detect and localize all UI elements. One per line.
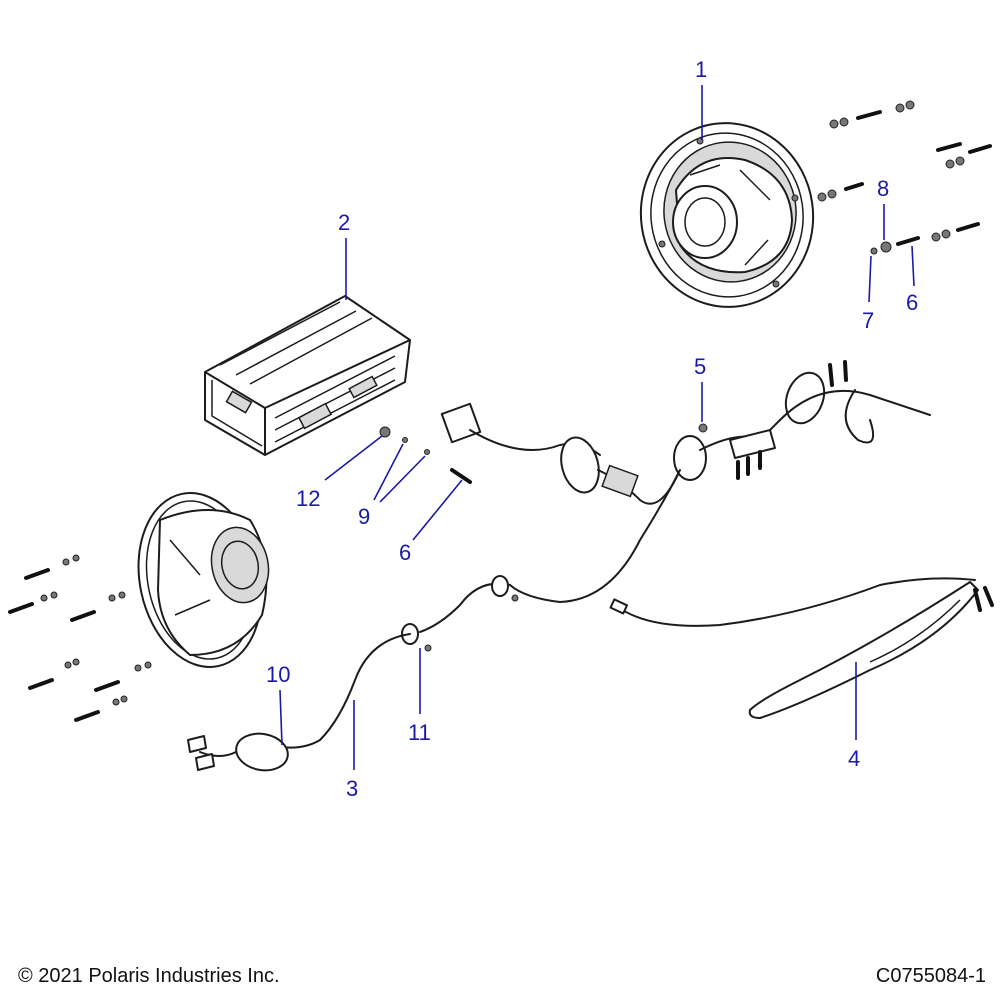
callout-8: 8 xyxy=(877,176,889,201)
callout-10: 10 xyxy=(266,662,290,687)
callout-6-upper: 6 xyxy=(906,290,918,315)
callout-12: 12 xyxy=(296,486,320,511)
speaker-upper-right xyxy=(639,122,815,308)
leader-lines xyxy=(279,85,915,770)
callout-4: 4 xyxy=(848,746,860,771)
amp-hardware xyxy=(379,426,472,484)
figure-id: C0755084-1 xyxy=(875,965,986,987)
callout-3: 3 xyxy=(346,776,358,801)
copyright-notice: © 2021 Polaris Industries Inc. xyxy=(18,965,280,987)
fasteners-lower-left xyxy=(8,554,152,722)
main-wiring-harness xyxy=(440,360,931,604)
fasteners-upper-right xyxy=(817,100,992,255)
lower-speaker-harness xyxy=(187,575,519,772)
callout-9: 9 xyxy=(358,504,370,529)
callout-6-lower: 6 xyxy=(399,540,411,565)
amplifier-unit xyxy=(204,295,411,456)
trim-lead-assembly xyxy=(609,577,994,719)
speaker-lower-left xyxy=(137,492,270,668)
callout-5: 5 xyxy=(694,354,706,379)
callout-1: 1 xyxy=(695,57,707,82)
callout-2: 2 xyxy=(338,210,350,235)
callout-7: 7 xyxy=(862,308,874,333)
callout-labels: 1 2 3 4 5 6 6 7 8 9 10 11 12 xyxy=(266,57,918,801)
callout-11: 11 xyxy=(408,720,431,745)
